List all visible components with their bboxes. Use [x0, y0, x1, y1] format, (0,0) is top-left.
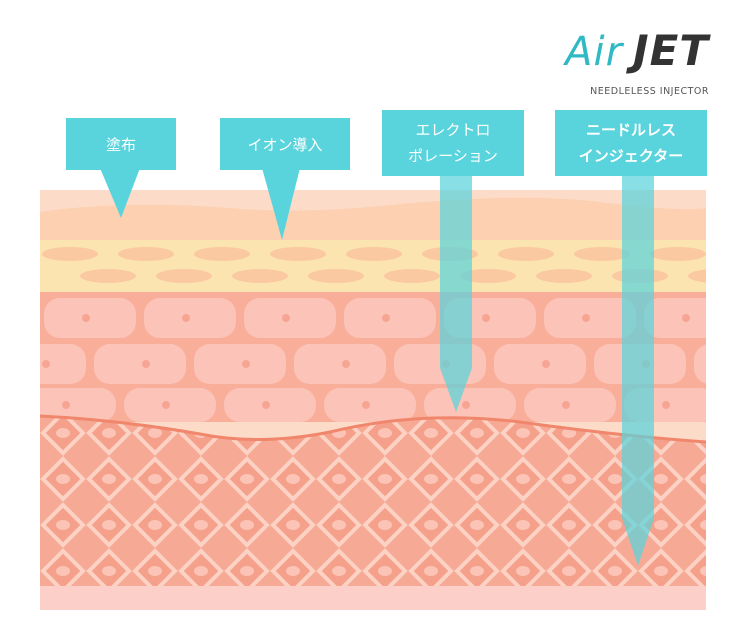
granule [688, 269, 706, 283]
cell-nucleus [542, 360, 550, 368]
epidermal-cell [644, 298, 706, 338]
toufu-pointer [100, 168, 140, 218]
cell-nucleus [682, 314, 690, 322]
granule [574, 247, 630, 261]
epidermal-cell [94, 344, 186, 384]
epidermal-cell [194, 344, 286, 384]
granule [232, 269, 288, 283]
granule [308, 269, 364, 283]
cell-nucleus [42, 360, 50, 368]
label-electroporation: エレクトロ ポレーション [382, 110, 524, 176]
cell-nucleus [242, 360, 250, 368]
cell-nucleus [582, 314, 590, 322]
cell-nucleus [462, 401, 470, 409]
cell-nucleus [662, 401, 670, 409]
label-needle-line2: インジェクター [578, 147, 684, 165]
epidermal-cell [40, 388, 116, 422]
granule [156, 269, 212, 283]
epidermal-cell [294, 344, 386, 384]
basement-membrane [40, 414, 706, 444]
label-toufu-text: 塗布 [105, 135, 136, 154]
label-needle-line1: ニードルレス [585, 121, 676, 139]
granule [346, 247, 402, 261]
cell-nucleus [182, 314, 190, 322]
label-ion-text: イオン導入 [247, 135, 323, 154]
brand-name-jet: JET [633, 26, 709, 75]
electro-beam [440, 176, 472, 412]
cell-nucleus [342, 360, 350, 368]
label-electro-line2: ポレーション [408, 147, 498, 165]
cell-nucleus [362, 401, 370, 409]
subcutaneous-layer [40, 586, 706, 610]
granule [270, 247, 326, 261]
granule [536, 269, 592, 283]
granule [384, 269, 440, 283]
surface-layer [40, 197, 706, 242]
cell-nucleus [382, 314, 390, 322]
needle-beam [622, 176, 654, 566]
cell-nucleus [262, 401, 270, 409]
granule [650, 247, 706, 261]
epidermal-cell [494, 344, 586, 384]
granule [42, 247, 98, 261]
granule [498, 247, 554, 261]
label-needleless-injector: ニードルレス インジェクター [555, 110, 707, 176]
cell-nucleus [162, 401, 170, 409]
granule [194, 247, 250, 261]
cell-nucleus [62, 401, 70, 409]
cell-nucleus [562, 401, 570, 409]
granule [80, 269, 136, 283]
epidermal-cell [694, 344, 706, 384]
epidermal-cell [40, 344, 86, 384]
ion-pointer [262, 168, 300, 240]
cell-nucleus [82, 314, 90, 322]
brand-name-air: Air [565, 29, 624, 75]
granule [118, 247, 174, 261]
dermis-layer [40, 416, 706, 590]
granule [460, 269, 516, 283]
cell-nucleus [282, 314, 290, 322]
cell-nucleus [142, 360, 150, 368]
label-ion-introduction: イオン導入 [220, 118, 350, 170]
label-electro-line1: エレクトロ [415, 121, 491, 139]
brand-tagline: NEEDLELESS INJECTOR [590, 86, 709, 97]
cell-nucleus [482, 314, 490, 322]
label-toufu: 塗布 [66, 118, 176, 170]
